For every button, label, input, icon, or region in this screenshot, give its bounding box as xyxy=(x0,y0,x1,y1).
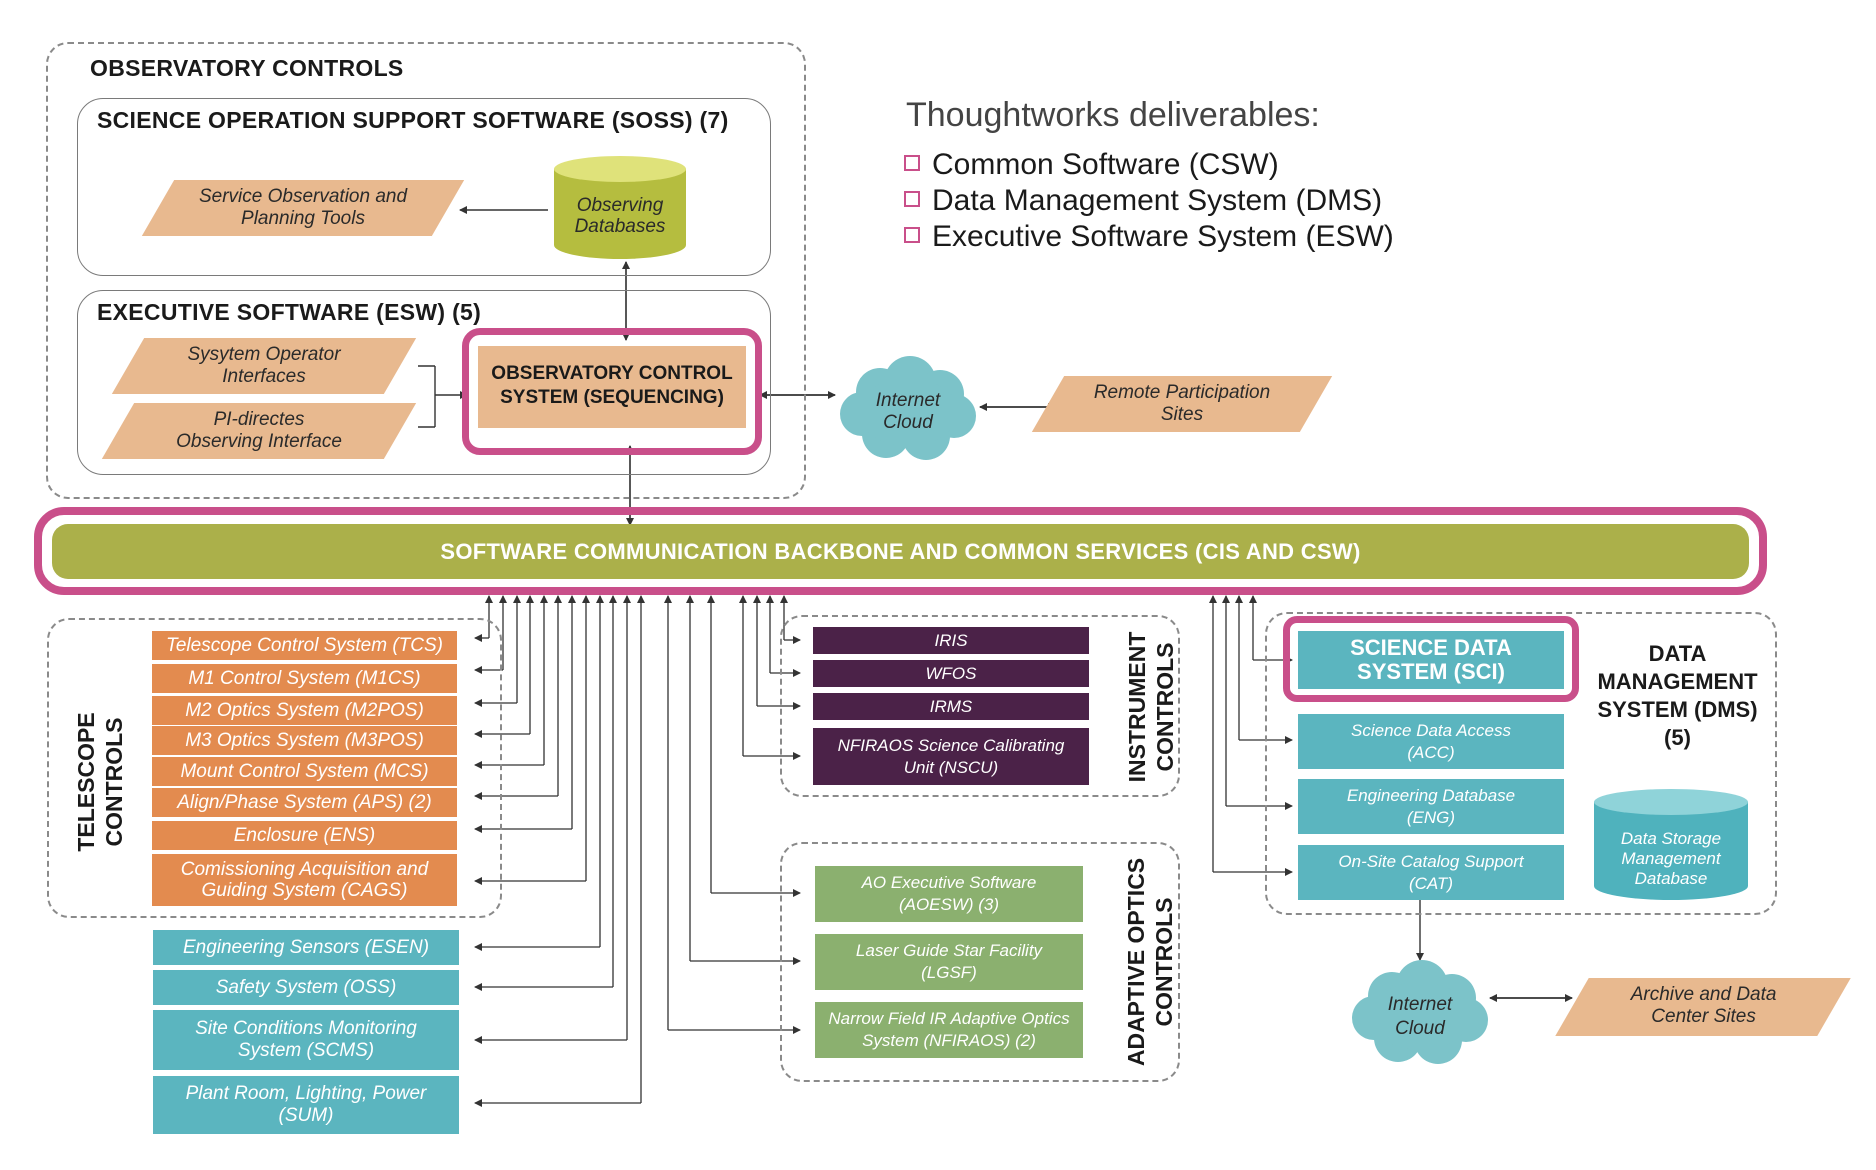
archive-data-center-sites[interactable]: Archive and Data Center Sites xyxy=(1555,978,1851,1036)
observatory-controls-group xyxy=(46,42,806,499)
on-site-catalog-support[interactable]: On-Site Catalog Support (CAT) xyxy=(1298,845,1564,900)
observatory-control-system[interactable]: OBSERVATORY CONTROL SYSTEM (SEQUENCING) xyxy=(478,346,746,428)
ocs-highlight xyxy=(462,328,762,455)
nfiraos-system[interactable]: Narrow Field IR Adaptive Optics System (… xyxy=(815,1002,1083,1058)
legend-item-dms: Data Management System (DMS) xyxy=(904,184,1382,218)
cags-system[interactable]: Comissioning Acquisition and Guiding Sys… xyxy=(152,854,457,906)
dms-title: DATA MANAGEMENT SYSTEM (DMS) (5) xyxy=(1597,641,1758,750)
ao-executive-software[interactable]: AO Executive Software (AOESW) (3) xyxy=(815,866,1083,922)
nscu-instrument[interactable]: NFIRAOS Science Calibrating Unit (NSCU) xyxy=(813,728,1089,785)
adaptive-optics-group xyxy=(780,842,1180,1082)
iris-instrument[interactable]: IRIS xyxy=(813,627,1089,654)
observatory-controls-title: OBSERVATORY CONTROLS xyxy=(90,55,404,81)
science-data-system[interactable]: SCIENCE DATA SYSTEM (SCI) xyxy=(1298,631,1564,689)
observing-databases-label: Observing Databases xyxy=(574,195,666,237)
esw-group xyxy=(77,290,771,475)
align-phase-system[interactable]: Align/Phase System (APS) (2) xyxy=(152,788,457,817)
instrument-controls-title: INSTRUMENT CONTROLS xyxy=(1124,631,1178,783)
irms-instrument[interactable]: IRMS xyxy=(813,693,1089,720)
internet-cloud-top-label: Internet Cloud xyxy=(875,390,941,433)
soss-title: SCIENCE OPERATION SUPPORT SOFTWARE (SOSS… xyxy=(97,107,729,133)
m3-optics-system[interactable]: M3 Optics System (M3POS) xyxy=(152,726,457,755)
m2-optics-system[interactable]: M2 Optics System (M2POS) xyxy=(152,696,457,725)
remote-participation-sites[interactable]: Remote Participation Sites xyxy=(1031,376,1333,432)
internet-cloud-bottom-icon[interactable] xyxy=(1350,956,1490,1066)
internet-cloud-bottom-label: Internet Cloud xyxy=(1387,994,1453,1039)
esw-title: EXECUTIVE SOFTWARE (ESW) (5) xyxy=(97,299,482,325)
m1-control-system[interactable]: M1 Control System (M1CS) xyxy=(152,664,457,693)
data-storage-label: Data Storage Management Database xyxy=(1620,829,1722,888)
wfos-instrument[interactable]: WFOS xyxy=(813,660,1089,687)
enclosure-system[interactable]: Enclosure (ENS) xyxy=(152,821,457,850)
legend-item-esw: Executive Software System (ESW) xyxy=(904,220,1394,254)
telescope-control-system[interactable]: Telescope Control System (TCS) xyxy=(152,631,457,660)
backbone-bar[interactable]: SOFTWARE COMMUNICATION BACKBONE AND COMM… xyxy=(52,524,1749,579)
telescope-controls-group xyxy=(47,618,502,918)
legend-title: Thoughtworks deliverables: xyxy=(906,96,1320,134)
legend-square-icon xyxy=(904,191,920,208)
laser-guide-star-facility[interactable]: Laser Guide Star Facility (LGSF) xyxy=(815,934,1083,990)
adaptive-optics-title: ADAPTIVE OPTICS CONTROLS xyxy=(1123,857,1177,1067)
legend-item-csw: Common Software (CSW) xyxy=(904,148,1279,182)
observing-databases-icon[interactable] xyxy=(552,155,688,261)
plant-room-lighting-power[interactable]: Plant Room, Lighting, Power (SUM) xyxy=(153,1076,459,1134)
soss-group xyxy=(77,98,771,276)
system-operator-interfaces[interactable]: Sysytem Operator Interfaces xyxy=(111,338,417,394)
sci-highlight xyxy=(1283,616,1579,702)
engineering-sensors[interactable]: Engineering Sensors (ESEN) xyxy=(153,930,459,965)
pi-observing-interface[interactable]: PI-directes Observing Interface xyxy=(101,403,417,459)
legend-square-icon xyxy=(904,155,920,172)
safety-system[interactable]: Safety System (OSS) xyxy=(153,970,459,1005)
data-storage-database-icon[interactable] xyxy=(1592,788,1750,902)
backbone-highlight xyxy=(34,507,1767,595)
telescope-controls-title: TELESCOPE CONTROLS xyxy=(73,712,127,852)
engineering-database[interactable]: Engineering Database (ENG) xyxy=(1298,779,1564,834)
dms-group xyxy=(1265,612,1777,915)
instrument-controls-group xyxy=(780,615,1180,797)
legend-square-icon xyxy=(904,227,920,244)
science-data-access[interactable]: Science Data Access (ACC) xyxy=(1298,714,1564,769)
mount-control-system[interactable]: Mount Control System (MCS) xyxy=(152,757,457,786)
site-conditions-monitoring[interactable]: Site Conditions Monitoring System (SCMS) xyxy=(153,1010,459,1070)
service-observation-tools[interactable]: Service Observation and Planning Tools xyxy=(141,180,465,236)
internet-cloud-top-icon[interactable] xyxy=(838,352,978,462)
